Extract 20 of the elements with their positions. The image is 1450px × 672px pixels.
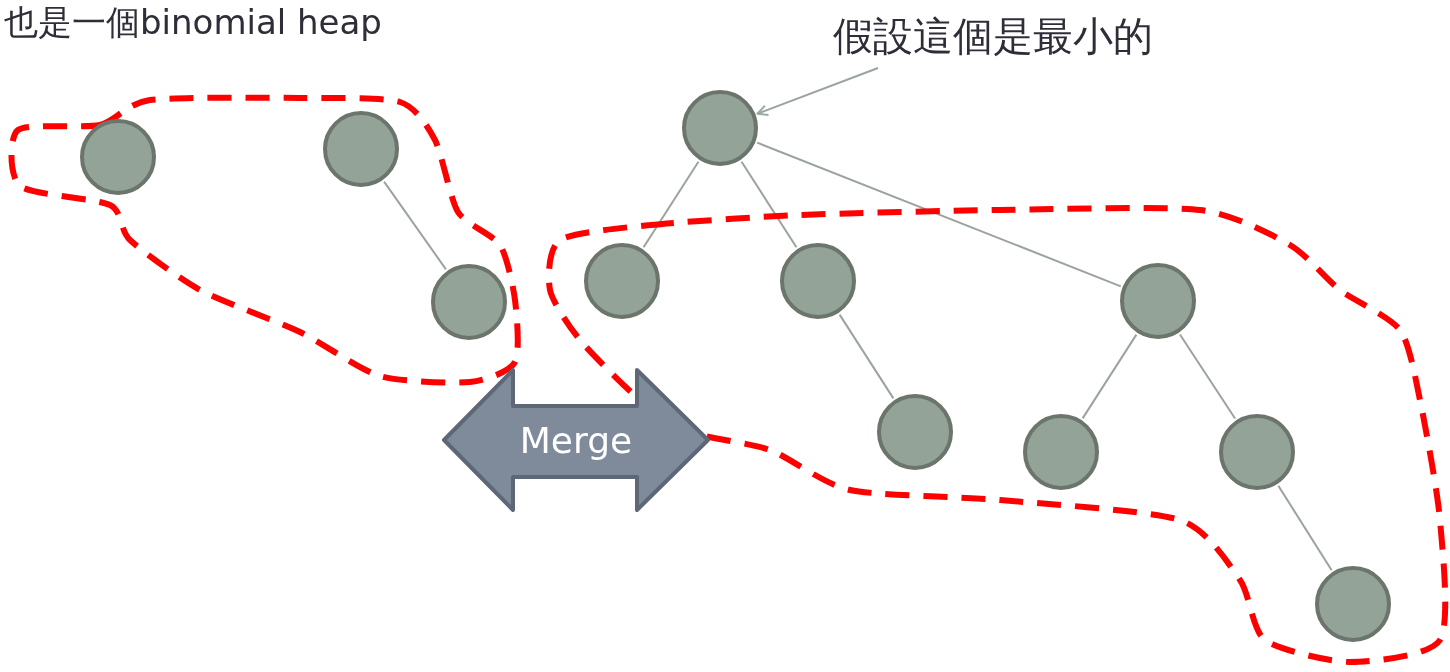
heap-node-circle <box>1023 414 1099 490</box>
tree-edge <box>740 160 798 249</box>
heap-node-circle <box>877 394 953 470</box>
annotation-text: 假設這個是最小的 <box>832 11 1153 61</box>
tree-edge <box>1081 333 1138 420</box>
heap-node-circle <box>1120 263 1196 339</box>
heap-node-circle <box>780 243 856 319</box>
tree-edge <box>756 141 1122 288</box>
heap-node-circle <box>682 90 758 166</box>
double-arrow <box>442 368 710 512</box>
heap-node-circle <box>584 243 660 319</box>
arrow-label: Merge <box>519 419 633 461</box>
leader-arrow <box>756 67 879 116</box>
tree-edge <box>642 160 700 249</box>
tree-edge <box>1277 484 1333 572</box>
tree-edge <box>1178 333 1237 420</box>
heap-node-circle <box>1315 566 1391 642</box>
tree-edge <box>838 313 895 400</box>
heading-text: 也是一個binomial heap <box>4 1 382 44</box>
heap-node-circle <box>1219 414 1295 490</box>
